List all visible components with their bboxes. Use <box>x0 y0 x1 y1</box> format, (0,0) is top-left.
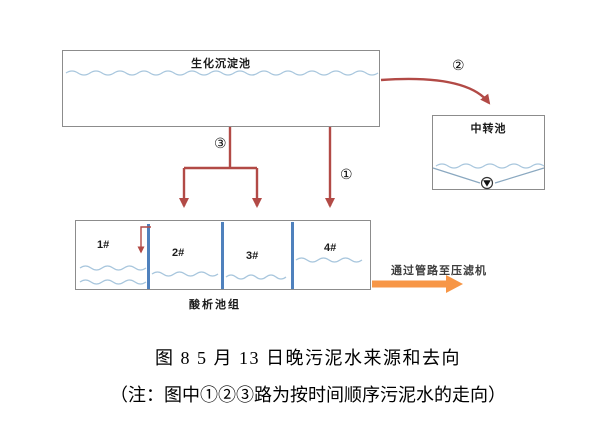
tank-2-label: 2# <box>172 247 185 259</box>
figure-caption: 图 8 5 月 13 日晚污泥水来源和去向 <box>155 348 461 368</box>
tank-divider-2 <box>221 222 224 289</box>
route2-curve-to-transfer <box>380 77 491 105</box>
transfer-tank-label: 中转池 <box>470 123 507 135</box>
tank-divider-3 <box>291 222 294 289</box>
biochemical-sedimentation-tank: 生化沉淀池 <box>62 50 380 127</box>
route-marker-3: ③ <box>214 135 227 151</box>
route-marker-1: ① <box>340 166 353 182</box>
pipe-to-filter-press-label: 通过管路至压滤机 <box>391 265 487 277</box>
transfer-tank: 中转池 <box>432 115 545 190</box>
acid-group-label: 酸析池组 <box>189 299 241 311</box>
tank-divider-1 <box>147 224 150 289</box>
route-marker-2: ② <box>452 57 465 73</box>
tank-3-label: 3# <box>246 250 259 262</box>
top-tank-label: 生化沉淀池 <box>191 58 251 70</box>
tank-4-label: 4# <box>324 242 337 254</box>
tank-1-label: 1# <box>97 239 110 251</box>
figure-note: （注：图中①②③路为按时间顺序污泥水的走向） <box>110 385 506 405</box>
